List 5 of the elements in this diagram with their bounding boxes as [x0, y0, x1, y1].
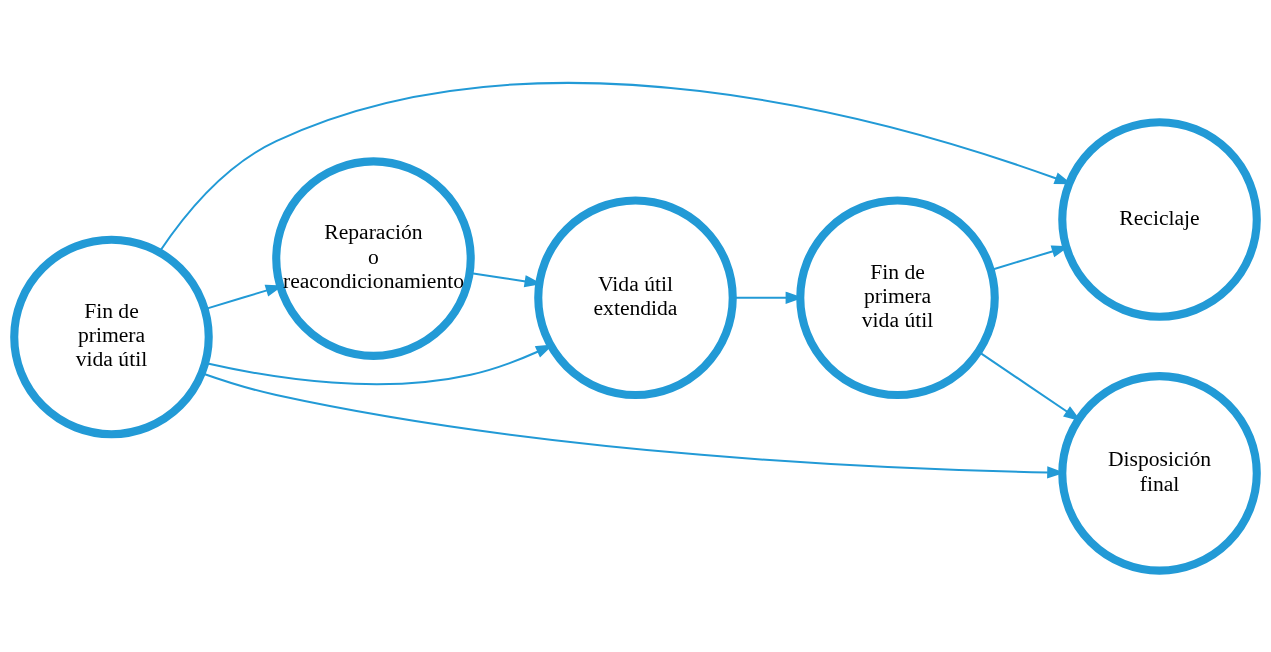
node-circle: Reciclaje: [1058, 117, 1261, 321]
node-circle: Fin de primera vida útil: [10, 235, 213, 438]
node-circle: Disposición final: [1058, 371, 1261, 575]
node-circle: Fin de primera vida útil: [796, 196, 999, 399]
node-circle: Reparación o reacondicionamiento: [272, 156, 475, 360]
